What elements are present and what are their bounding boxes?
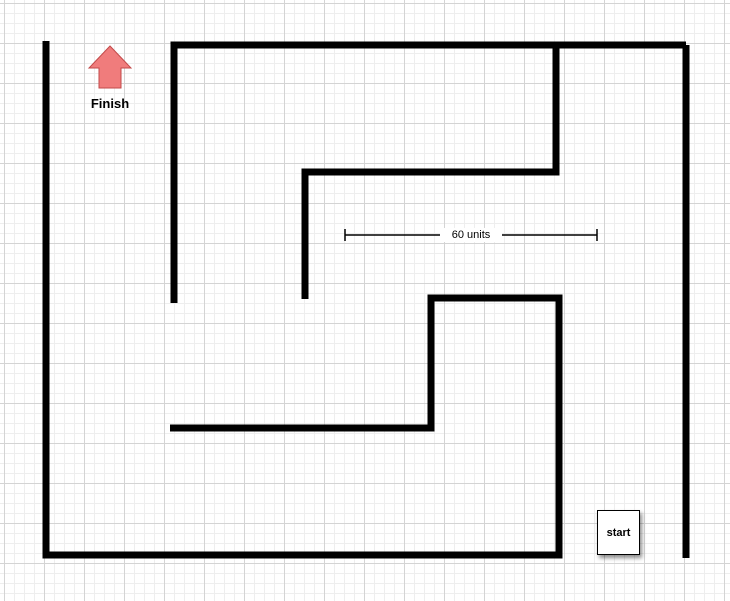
maze-wall-outer-left: [42, 41, 563, 559]
measure-label: 60 units: [440, 228, 502, 242]
finish-arrow-icon: [87, 45, 133, 89]
start-label: start: [606, 526, 631, 539]
finish-label: Finish: [90, 96, 130, 111]
maze-wall-inner-upper: [301, 45, 560, 299]
start-box: start: [597, 510, 640, 555]
maze-wall-top: [170, 41, 686, 303]
